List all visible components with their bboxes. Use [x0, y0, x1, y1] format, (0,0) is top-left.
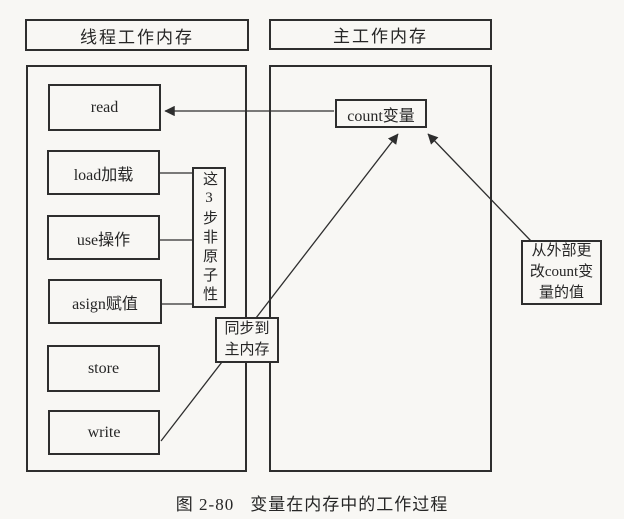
step-label-store: store [87, 359, 120, 377]
thread-memory-container [26, 65, 247, 472]
step-box-use: use操作 [47, 215, 160, 260]
count-variable-box: count变量 [335, 99, 427, 128]
atomic-note-label: 这3步非原子性 [201, 170, 217, 305]
thread-memory-header-label: 线程工作内存 [80, 27, 194, 47]
main-memory-header-label: 主工作内存 [333, 27, 428, 46]
arrow-write-sync-to-count [160, 133, 399, 442]
external-note-line1: 从外部更 [531, 243, 592, 259]
arrow-external-to-count [427, 133, 532, 242]
thread-memory-header: 线程工作内存 [25, 19, 249, 51]
sync-note-box: 同步到 主内存 [215, 317, 279, 363]
main-memory-container [269, 65, 492, 472]
external-change-note-box: 从外部更 改count变 量的值 [521, 240, 602, 305]
step-box-load: load加载 [47, 150, 160, 195]
step-box-store: store [47, 345, 160, 392]
figure-title: 变量在内存中的工作过程 [250, 495, 449, 514]
external-note-line3: 量的值 [538, 285, 584, 301]
figure-caption: 图 2-80 变量在内存中的工作过程 [0, 490, 624, 515]
step-box-write: write [48, 410, 160, 455]
sync-note-line2: 主内存 [224, 342, 270, 358]
figure-number: 图 2-80 [175, 495, 235, 514]
count-variable-label: count变量 [347, 107, 415, 125]
external-note-line2: 改count变 [529, 264, 594, 280]
step-label-asign: asign赋值 [72, 295, 138, 313]
step-label-read: read [90, 98, 119, 116]
step-label-write: write [87, 423, 121, 441]
atomic-note-box: 这3步非原子性 [192, 167, 226, 308]
sync-note-line1: 同步到 [224, 321, 270, 337]
step-label-load: load加载 [73, 166, 134, 184]
step-label-use: use操作 [76, 231, 131, 249]
main-memory-header: 主工作内存 [269, 19, 492, 50]
step-box-read: read [48, 84, 161, 131]
step-box-asign: asign赋值 [48, 279, 162, 324]
